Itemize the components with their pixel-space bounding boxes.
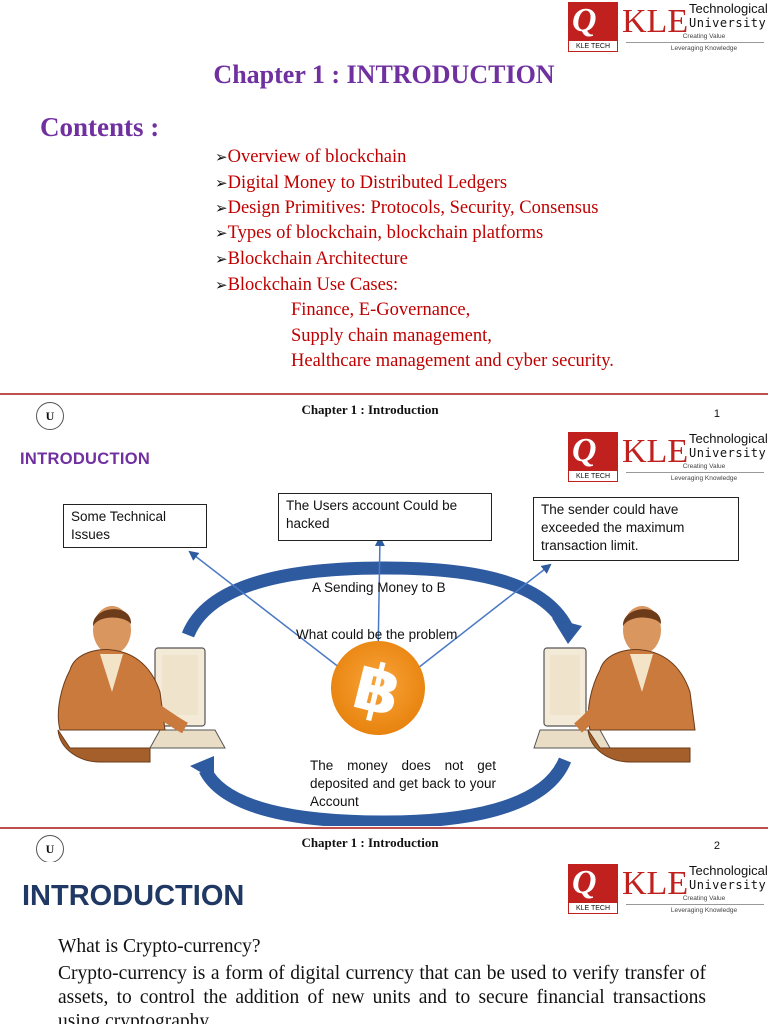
page-number: 2	[713, 840, 720, 852]
use-case-item: Supply chain management,	[291, 326, 492, 346]
bullet-item: ➢Design Primitives: Protocols, Security,…	[215, 198, 599, 218]
send-arrow-head	[552, 618, 582, 644]
slide-heading: INTRODUCTION	[20, 450, 151, 468]
use-case-item: Finance, E-Governance,	[291, 300, 471, 320]
slide-title: Chapter 1 : INTRODUCTION	[213, 60, 555, 89]
transaction-diagram: ฿	[57, 536, 696, 826]
arrow-to-mid-box	[374, 536, 385, 659]
kle-logo: Q KLE TECH KLE Technological University …	[566, 430, 768, 485]
person-right-icon	[533, 606, 696, 763]
slide-1: Q KLE TECH KLE Technological University …	[0, 0, 768, 392]
slide-separator	[0, 393, 768, 395]
university-emblem-icon: U	[36, 835, 64, 863]
send-label: A Sending Money to B	[312, 580, 446, 595]
issue-box-technical: Some Technical Issues	[63, 504, 207, 548]
slide-2: Q KLE TECH KLE Technological University …	[0, 430, 768, 826]
footer-title: Chapter 1 : Introduction	[301, 835, 439, 850]
university-emblem-icon: U	[36, 402, 64, 430]
footer-title: Chapter 1 : Introduction	[301, 402, 439, 417]
slide-3: Q KLE TECH KLE Technological University …	[0, 862, 768, 1024]
bullet-item: ➢Digital Money to Distributed Ledgers	[215, 173, 508, 193]
kle-monogram-icon: Q KLE TECH	[568, 2, 618, 52]
return-arrow	[199, 757, 572, 826]
slide-separator	[0, 827, 768, 829]
person-left-icon	[57, 606, 226, 763]
bullet-item: ➢Types of blockchain, blockchain platfor…	[215, 223, 544, 243]
issue-box-limit: The sender could have exceeded the maxim…	[533, 497, 739, 561]
contents-label: Contents :	[40, 112, 160, 142]
bullet-item: ➢Blockchain Architecture	[215, 249, 408, 269]
problem-question: What could be the problem	[296, 627, 458, 642]
bullet-item: ➢Blockchain Use Cases:	[215, 275, 399, 295]
arrow-to-left-box	[188, 550, 341, 669]
definition-paragraph: Crypto-currency is a form of digital cur…	[58, 963, 706, 1024]
return-arrow-head	[190, 756, 214, 780]
send-arrow	[181, 561, 574, 638]
kle-monogram-icon: Q KLE TECH	[568, 432, 618, 482]
kle-logo: Q KLE TECH KLE Technological University …	[566, 0, 768, 55]
arrow-to-right-box	[417, 563, 552, 669]
kle-monogram-icon: Q KLE TECH	[568, 864, 618, 914]
slide-heading: INTRODUCTION	[22, 880, 245, 912]
issue-box-hacked: The Users account Could be hacked	[278, 493, 492, 541]
bullet-item: ➢Overview of blockchain	[215, 147, 407, 167]
bitcoin-coin	[331, 641, 425, 735]
kle-logo: Q KLE TECH KLE Technological University …	[566, 862, 768, 917]
section-question: What is Crypto-currency?	[58, 936, 261, 957]
use-case-item: Healthcare management and cyber security…	[291, 351, 614, 371]
page-number: 1	[713, 408, 720, 420]
return-text: The money does not get deposited and get…	[310, 758, 496, 809]
